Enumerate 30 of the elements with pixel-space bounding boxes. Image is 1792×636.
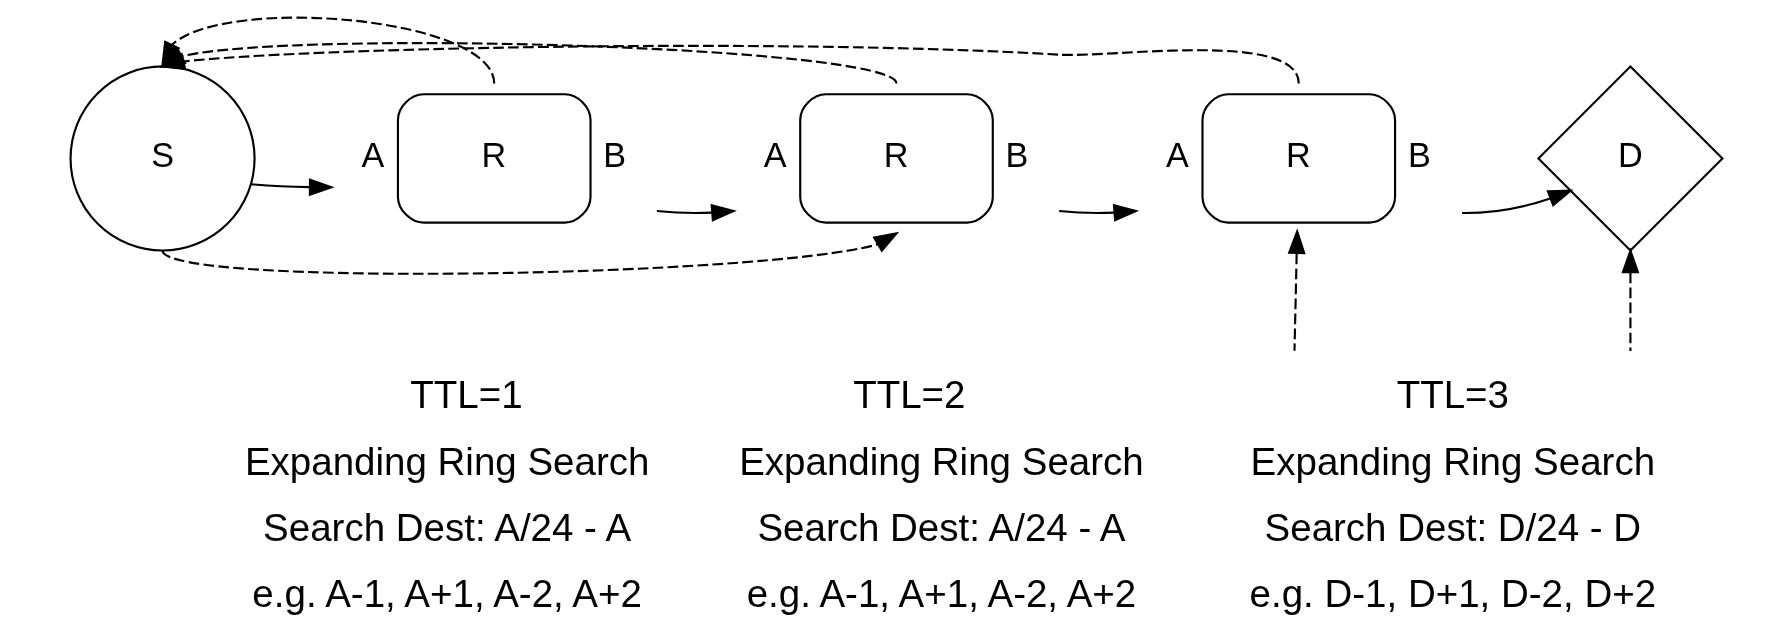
label: Search Dest: D/24 - D [1264,506,1641,550]
label: TTL=1 [409,373,523,417]
label: TTL=2 [852,373,966,417]
arrow [161,231,899,275]
node-label: B [1407,135,1431,174]
arrow [1287,228,1306,351]
node-label: A [1165,135,1189,174]
node-label: A [763,135,787,174]
node-label: A [361,135,384,174]
node-circle: S [69,65,256,252]
node-box: R [1200,93,1396,224]
label: e.g. A-1, A+1, A-2, A+2 [251,572,642,616]
node-diamond: D [1536,64,1724,252]
label: Expanding Ring Search [244,439,649,483]
arrow [251,178,335,197]
label: e.g. D-1, D+1, D-2, D+2 [1249,572,1656,616]
arrow [1461,189,1574,215]
label: Expanding Ring Search [1250,439,1655,483]
label: Search Dest: A/24 - A [756,506,1125,550]
node-box: R [798,93,994,224]
node-box: R [396,93,592,224]
label: Search Dest: A/24 - A [262,506,631,550]
arrow [656,203,737,222]
label: e.g. A-1, A+1, A-2, A+2 [746,572,1136,616]
arrow [1058,203,1139,222]
label: Expanding Ring Search [738,439,1144,483]
arrow [1620,247,1639,351]
label: TTL=3 [1396,373,1509,417]
node-label: B [1005,135,1028,174]
node-label: B [602,135,626,174]
